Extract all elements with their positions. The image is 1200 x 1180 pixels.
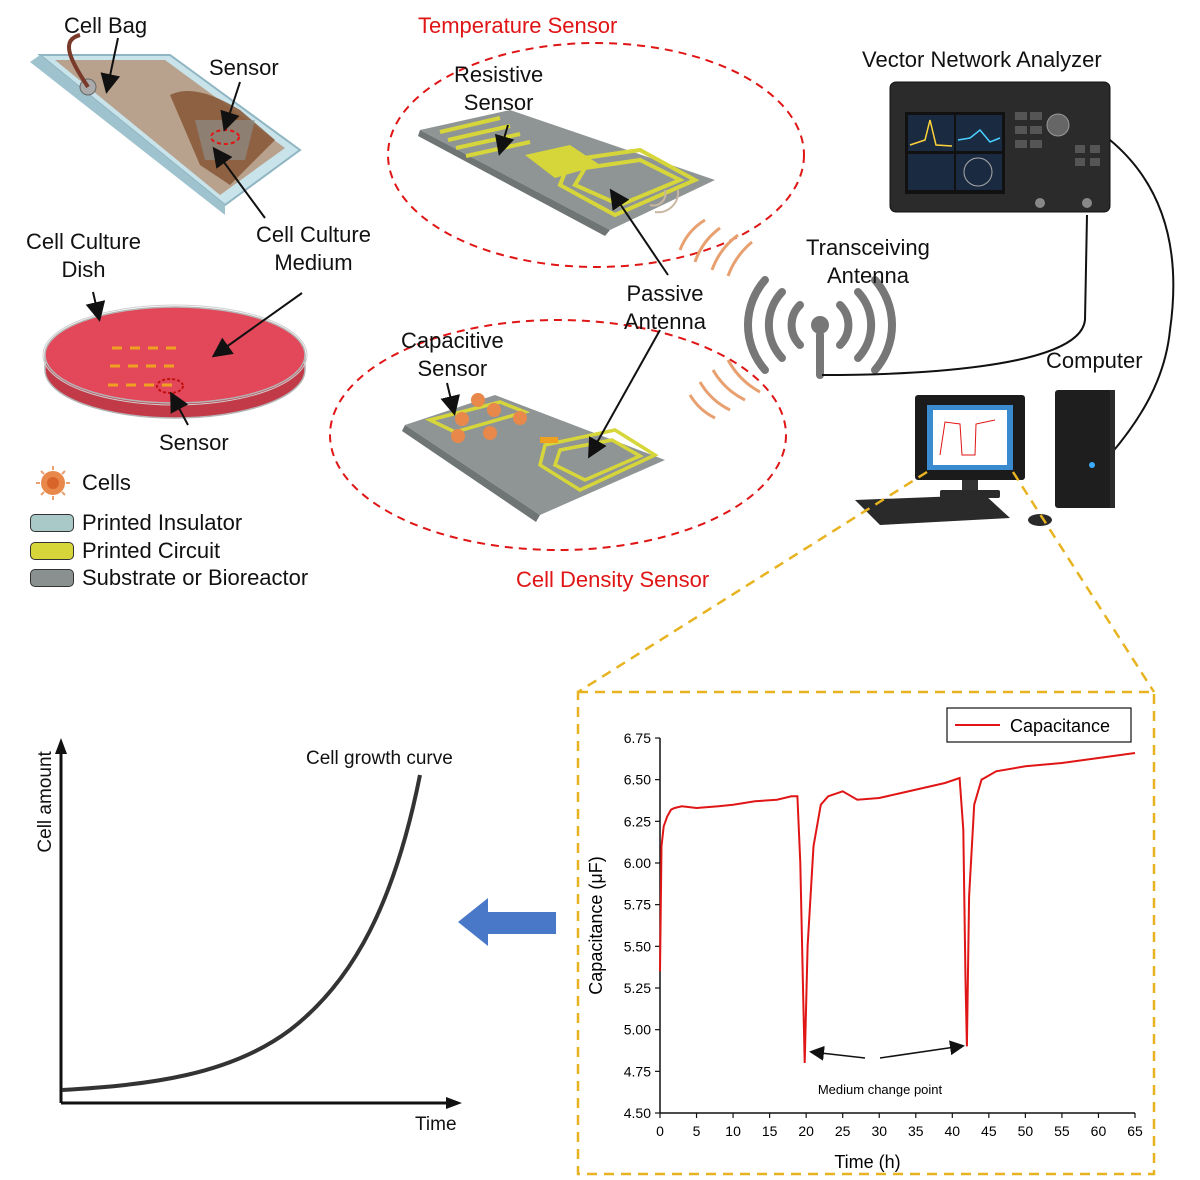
y-tick-label: 4.50 bbox=[624, 1105, 651, 1121]
legend-swatch bbox=[30, 569, 74, 587]
x-tick-label: 15 bbox=[762, 1123, 778, 1139]
y-tick-label: 5.50 bbox=[624, 938, 651, 954]
x-tick-label: 25 bbox=[835, 1123, 851, 1139]
cell-icon bbox=[36, 466, 70, 500]
annotation-arrow-right bbox=[879, 1040, 965, 1059]
x-tick-label: 60 bbox=[1091, 1123, 1107, 1139]
growth-curve-label: Cell growth curve bbox=[306, 748, 453, 769]
annotation-label: Medium change point bbox=[818, 1082, 943, 1097]
computer-label: Computer bbox=[1046, 348, 1143, 373]
annotation-arrow-left bbox=[809, 1045, 866, 1061]
y-axis-label: Capacitance (μF) bbox=[586, 856, 606, 994]
x-tick-label: 55 bbox=[1054, 1123, 1070, 1139]
cell-density-sensor-group bbox=[329, 319, 787, 551]
sensor-label-dish: Sensor bbox=[159, 430, 229, 455]
vector-network-analyzer-label: Vector Network Analyzer bbox=[862, 47, 1102, 72]
x-tick-label: 0 bbox=[656, 1123, 664, 1139]
signal-waves-upper bbox=[678, 218, 753, 277]
series-line-capacitance bbox=[659, 752, 1136, 1064]
y-tick-label: 4.75 bbox=[624, 1063, 651, 1079]
growth-xlabel: Time bbox=[415, 1114, 457, 1135]
legend-swatch bbox=[30, 542, 74, 560]
blue-arrow-icon bbox=[458, 898, 556, 946]
y-tick-label: 5.75 bbox=[624, 897, 651, 913]
capacitive-sensor-label: Capacitive Sensor bbox=[401, 328, 504, 381]
sensor-label-bag: Sensor bbox=[209, 55, 279, 80]
y-tick-label: 6.25 bbox=[624, 813, 651, 829]
x-tick-label: 45 bbox=[981, 1123, 997, 1139]
y-tick-label: 5.00 bbox=[624, 1022, 651, 1038]
antenna-icon bbox=[744, 276, 896, 379]
y-tick-label: 6.50 bbox=[624, 772, 651, 788]
cell-culture-dish-label: Cell Culture Dish bbox=[26, 229, 141, 282]
temperature-sensor-group bbox=[387, 42, 805, 268]
x-tick-label: 10 bbox=[725, 1123, 741, 1139]
x-tick-label: 65 bbox=[1127, 1123, 1143, 1139]
growth-chart bbox=[55, 738, 462, 1109]
temperature-sensor-label: Temperature Sensor bbox=[418, 13, 618, 38]
cell-density-sensor-label: Cell Density Sensor bbox=[516, 567, 710, 592]
x-tick-label: 40 bbox=[945, 1123, 961, 1139]
cell-cluster bbox=[451, 393, 527, 443]
x-tick-label: 20 bbox=[798, 1123, 814, 1139]
y-tick-label: 6.00 bbox=[624, 855, 651, 871]
legend-label: Capacitance bbox=[1010, 716, 1110, 736]
x-tick-label: 5 bbox=[693, 1123, 701, 1139]
x-axis-label: Time (h) bbox=[834, 1152, 900, 1172]
legend-item-printed-circuit: Printed Circuit bbox=[30, 538, 220, 564]
computer-icon bbox=[855, 390, 1115, 526]
legend-label: Cells bbox=[82, 470, 131, 495]
legend-item-substrate: Substrate or Bioreactor bbox=[30, 565, 308, 591]
resistive-sensor-label: Resistive Sensor bbox=[454, 62, 544, 115]
vector-network-analyzer-icon bbox=[889, 81, 1111, 213]
transceiving-antenna-label: Transceiving Antenna bbox=[806, 235, 930, 288]
y-tick-label: 5.25 bbox=[624, 980, 651, 996]
y-tick-label: 6.75 bbox=[624, 730, 651, 746]
legend-label: Printed Circuit bbox=[82, 538, 221, 563]
x-tick-label: 50 bbox=[1018, 1123, 1034, 1139]
legend-label: Substrate or Bioreactor bbox=[82, 565, 309, 590]
signal-waves-lower bbox=[688, 359, 761, 420]
passive-antenna-label: Passive Antenna bbox=[624, 281, 706, 334]
legend-swatch bbox=[30, 514, 74, 532]
x-tick-label: 30 bbox=[871, 1123, 887, 1139]
legend-item-cells: Cells bbox=[82, 470, 131, 496]
cell-culture-medium-label: Cell Culture Medium bbox=[256, 222, 371, 275]
legend-label: Printed Insulator bbox=[82, 510, 243, 535]
x-tick-label: 35 bbox=[908, 1123, 924, 1139]
legend-item-printed-insulator: Printed Insulator bbox=[30, 510, 242, 536]
cell-bag-label: Cell Bag bbox=[64, 13, 148, 38]
cell-culture-dish bbox=[42, 304, 308, 419]
